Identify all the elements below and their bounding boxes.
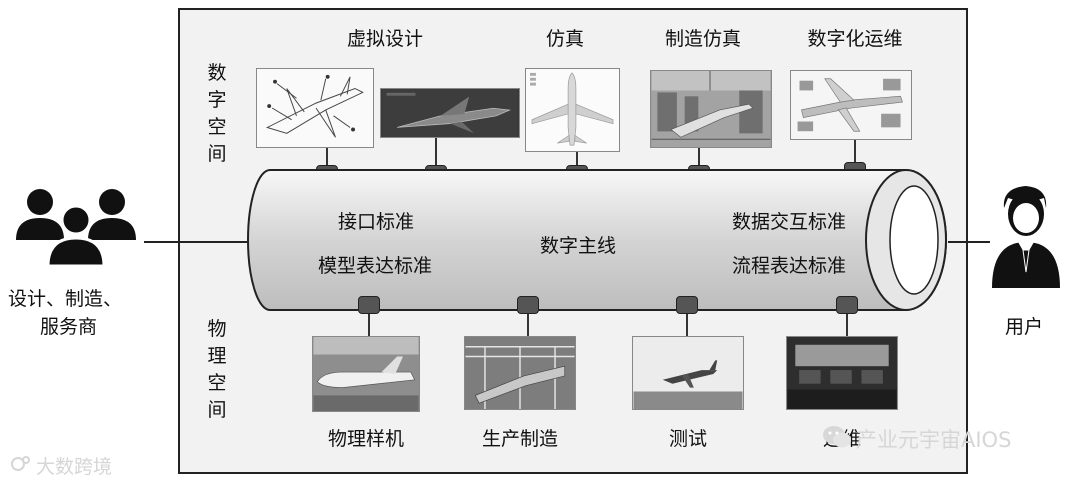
pipe-label-data-interaction-standard: 数据交互标准 xyxy=(732,207,846,234)
manufacturing-simulation-image xyxy=(650,70,772,148)
digital-maintenance-image xyxy=(790,70,912,140)
user-icon xyxy=(988,180,1064,290)
pipe-label-digital-thread: 数字主线 xyxy=(540,231,616,258)
digital-item-virtual-design: 虚拟设计 xyxy=(335,24,435,51)
watermark-bottom-right: 产业元宇宙AIOS xyxy=(856,424,1011,454)
group-people-icon xyxy=(10,182,142,272)
physical-item-prototype: 物理样机 xyxy=(312,424,420,451)
digital-item-manufacturing-simulation: 制造仿真 xyxy=(648,24,758,51)
watermark-bottom-left: 大数跨境 xyxy=(36,452,112,479)
virtual-design-render-image xyxy=(380,88,520,138)
testing-image xyxy=(632,336,744,410)
pipe-label-model-expression-standard: 模型表达标准 xyxy=(318,251,432,278)
connector-production xyxy=(517,296,539,336)
physical-prototype-image xyxy=(312,336,420,412)
connector-testing xyxy=(676,296,698,338)
right-actor-line xyxy=(948,241,990,243)
connector-physical-prototype xyxy=(358,296,380,336)
maintenance-image xyxy=(786,336,898,410)
pipe-label-interface-standard: 接口标准 xyxy=(338,207,414,234)
simulation-airliner-image xyxy=(525,68,620,152)
brand-logo-icon xyxy=(10,454,32,474)
physical-item-testing: 测试 xyxy=(632,424,744,451)
digital-item-simulation: 仿真 xyxy=(525,24,605,51)
wechat-icon xyxy=(822,424,852,450)
pipe-label-process-expression-standard: 流程表达标准 xyxy=(732,251,846,278)
digital-item-digital-maintenance: 数字化运维 xyxy=(790,24,920,51)
physical-space-label: 物理空间 xyxy=(206,316,228,424)
right-actor-label: 用户 xyxy=(1005,312,1043,339)
digital-space-label: 数字空间 xyxy=(206,60,228,168)
production-image xyxy=(464,336,576,410)
left-actor-label-line2: 服务商 xyxy=(40,312,97,339)
physical-item-production: 生产制造 xyxy=(464,424,576,451)
connector-maintenance xyxy=(836,296,858,336)
virtual-design-exploded-image xyxy=(256,68,374,148)
left-actor-label-line1: 设计、制造、 xyxy=(8,284,122,311)
left-actor-line xyxy=(144,241,248,243)
